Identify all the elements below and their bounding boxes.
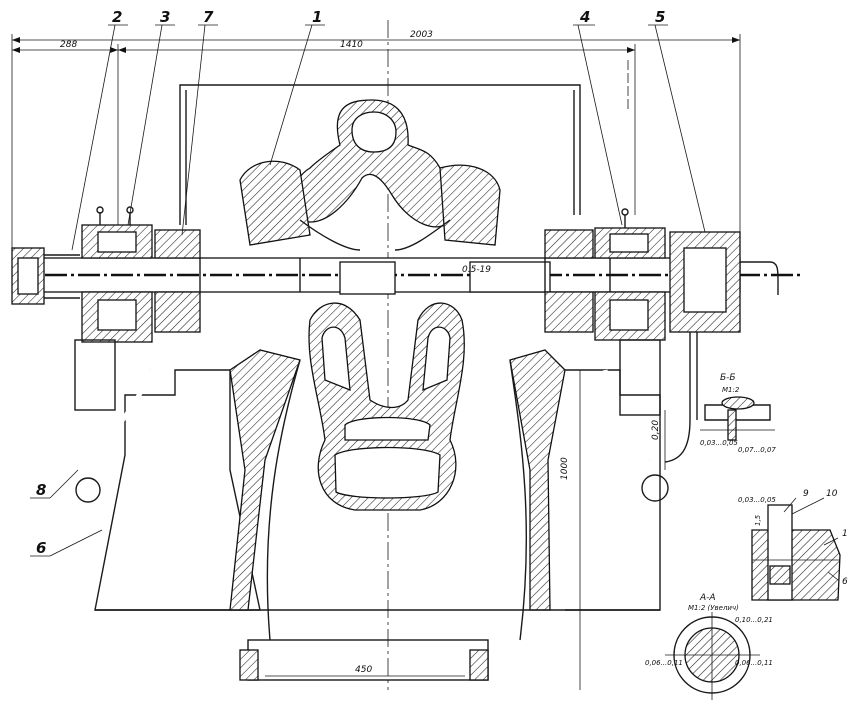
label-part-5: 5 [655,8,665,26]
pin-label-1: 1 [842,529,848,539]
right-bearing-housing [544,208,666,341]
label-part-1: 1 [312,8,322,26]
dim-overall: 2003 [410,30,433,40]
label-part-4: 4 [579,8,590,26]
section-bb-detail: Б-Б M1:2 0,03...0,05 0,07...0,07 [700,373,776,454]
height-dimension: 1000 0,20 [560,370,666,690]
oil-pipes [69,339,669,503]
dim-right-gap: 0,20 [651,420,661,440]
dim-height: 1000 [560,457,570,480]
section-aa-subtitle: M1:2 (Увелич) [688,604,739,612]
section-aa-right-tol: 0,06...0,11 [735,659,773,667]
part-labels: 2 3 7 1 4 5 8 6 [30,8,706,557]
left-bearing-housing [81,206,201,343]
section-aa-left-tol: 0,06...0,11 [645,659,683,667]
label-part-7: 7 [203,8,214,26]
label-part-3: 3 [160,8,170,26]
upper-housing [179,84,581,225]
dim-left-offset: 288 [60,40,77,50]
section-aa-detail: А-А M1:2 (Увелич) 0,10...0,21 0,06...0,1… [645,593,773,700]
section-aa-title: А-А [699,593,716,603]
pin-label-9: 9 [803,489,809,499]
lower-volute [308,302,465,511]
label-part-6: 6 [36,539,46,557]
dim-base-width: 450 [355,665,372,675]
pin-detail-top-tol: 0,03...0,05 [738,496,776,504]
dim-bearing-span: 1410 [340,40,363,50]
base-flange: 450 [239,639,489,681]
section-bb-scale: M1:2 [722,386,740,394]
pin-side-dim: 1,5 [754,514,762,526]
dim-shaft-fit: 0.5-19 [462,265,491,275]
section-aa-top-tol: 0,10...0,21 [735,616,773,624]
impeller-casing [239,99,501,251]
right-end-cap [664,231,779,463]
pin-label-6: 6 [842,577,848,587]
section-bb-title: Б-Б [720,373,736,383]
label-part-2: 2 [112,8,122,26]
main-shaft: 0.5-19 [12,257,800,295]
section-bb-note-right: 0,07...0,07 [738,446,776,454]
pin-detail: 0,03...0,05 9 10 1 6 1,5 [738,489,848,601]
pin-label-10: 10 [826,489,838,499]
label-part-8: 8 [36,481,46,499]
top-dimensions: 2003 288 1410 [11,30,741,255]
pedestal [94,349,661,641]
left-coupling [11,247,80,305]
section-bb-note-left: 0,03...0,05 [700,439,738,447]
